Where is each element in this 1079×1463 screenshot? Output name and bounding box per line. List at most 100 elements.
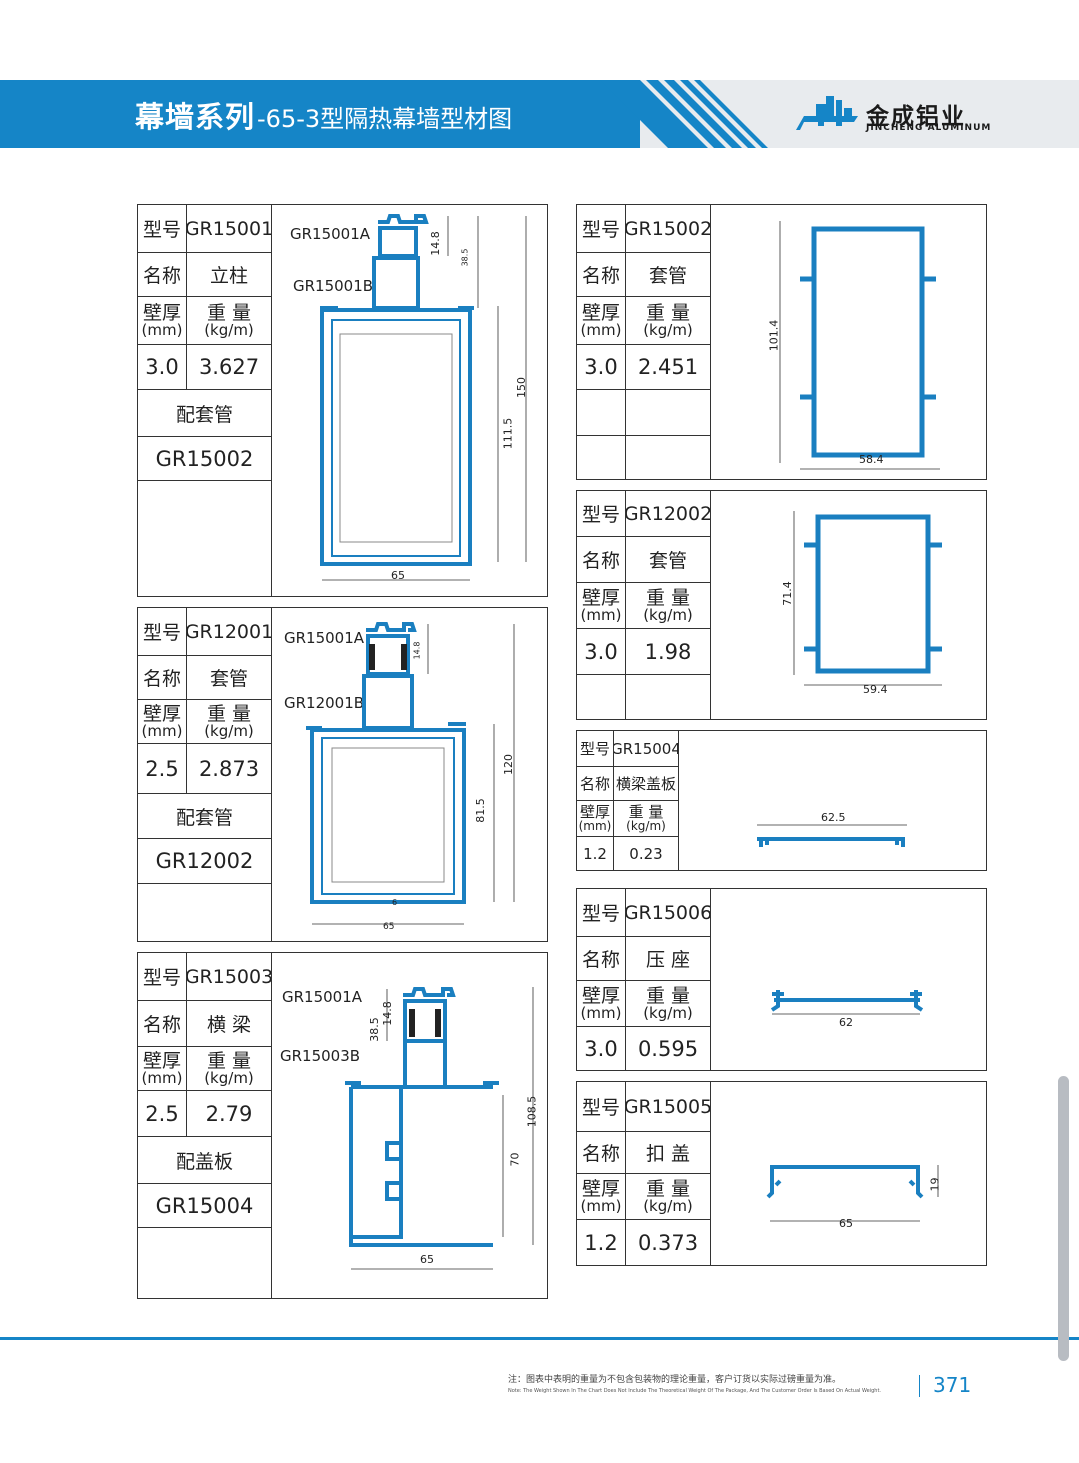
dim-cap-height: 14.8 <box>412 641 422 660</box>
model-label: 型号 <box>577 731 614 767</box>
dim-height: 71.4 <box>780 581 794 606</box>
dim-height-inner: 81.5 <box>473 798 487 823</box>
jincheng-logo-icon <box>796 96 858 130</box>
part-b-label: GR12001B <box>284 694 365 712</box>
match-label: 配盖板 <box>138 1137 272 1183</box>
profile-drawing-gr12002 <box>793 511 942 686</box>
dim-width: 65 <box>839 1217 853 1230</box>
weight-value: 3.627 <box>187 345 272 390</box>
match-label: 配套管 <box>138 390 272 436</box>
profile-panel-gr15001: 型号 GR15001 名称 立柱 壁厚(mm) 重 量(kg/m) 3.0 3.… <box>137 204 548 597</box>
empty-cell <box>577 390 626 436</box>
name-value: 套管 <box>187 656 272 700</box>
dim-height: 101.4 <box>767 319 781 352</box>
part-a-label: GR15001A <box>290 225 371 243</box>
weight-value: 0.373 <box>626 1220 711 1266</box>
weight-value: 0.595 <box>626 1027 711 1071</box>
model-value: GR15004 <box>614 731 679 767</box>
match-value: GR15004 <box>138 1183 272 1228</box>
name-label: 名称 <box>577 253 626 297</box>
weight-label: 重 量(kg/m) <box>626 297 711 345</box>
dim-width: 65 <box>420 1253 434 1266</box>
profile-panel-gr15005: 型号 GR15005 名称 扣 盖 壁厚(mm) 重 量(kg/m) 1.2 0… <box>576 1081 987 1266</box>
name-value: 横梁盖板 <box>614 767 679 801</box>
scrollbar[interactable] <box>1058 1076 1069 1361</box>
name-label: 名称 <box>577 537 626 583</box>
empty-cell <box>626 436 711 480</box>
model-value: GR12001 <box>187 608 272 656</box>
name-value: 横 梁 <box>187 1001 272 1047</box>
brand-name-en: JINCHENG ALUMINUM <box>866 123 992 133</box>
profile-drawing-gr15002 <box>779 221 940 470</box>
name-value: 扣 盖 <box>626 1132 711 1174</box>
dim-width: 59.4 <box>863 683 888 696</box>
wall-label: 壁厚(mm) <box>577 981 626 1027</box>
name-label: 名称 <box>577 1132 626 1174</box>
weight-value: 1.98 <box>626 629 711 675</box>
page-number: 371 <box>933 1373 972 1397</box>
part-a-label: GR15001A <box>284 629 365 647</box>
model-label: 型号 <box>577 205 626 253</box>
empty-cell <box>626 675 711 720</box>
wall-label: 壁厚(mm) <box>577 297 626 345</box>
name-label: 名称 <box>577 937 626 981</box>
wall-label: 壁厚(mm) <box>577 801 614 837</box>
name-label: 名称 <box>138 253 187 297</box>
header-stripes <box>600 80 768 148</box>
wall-label: 壁厚(mm) <box>577 583 626 629</box>
wall-value: 1.2 <box>577 837 614 871</box>
weight-value: 2.873 <box>187 744 272 794</box>
footer-line <box>0 1337 1079 1340</box>
weight-value: 2.451 <box>626 345 711 390</box>
dim-width: 62.5 <box>821 811 846 824</box>
brand-name: 金成铝业 <box>866 104 966 130</box>
profile-panel-gr15004: 型号 GR15004 名称 横梁盖板 壁厚(mm) 重 量(kg/m) 1.2 … <box>576 730 987 871</box>
weight-label: 重 量(kg/m) <box>187 1047 272 1091</box>
profile-panel-gr15002: 型号 GR15002 名称 套管 壁厚(mm) 重 量(kg/m) 3.0 2.… <box>576 204 987 480</box>
profile-panel-gr15003: 型号 GR15003 名称 横 梁 壁厚(mm) 重 量(kg/m) 2.5 2… <box>137 952 548 1299</box>
name-label: 名称 <box>138 1001 187 1047</box>
name-value: 套管 <box>626 537 711 583</box>
dim-width: 65 <box>391 569 405 582</box>
title-main: 幕墙系列 <box>135 100 256 134</box>
dim-width: 65 <box>383 922 395 932</box>
wall-value: 1.2 <box>577 1220 626 1266</box>
weight-value: 2.79 <box>187 1091 272 1137</box>
weight-label: 重 量(kg/m) <box>626 583 711 629</box>
model-label: 型号 <box>577 1082 626 1132</box>
wall-value: 3.0 <box>577 629 626 675</box>
weight-label: 重 量(kg/m) <box>187 700 272 744</box>
dim-height-total: 150 <box>515 377 528 398</box>
profile-drawing-gr15005 <box>766 1165 939 1222</box>
profile-drawing-gr15003 <box>345 987 534 1270</box>
empty-cell <box>577 675 626 720</box>
model-value: GR15001 <box>187 205 272 253</box>
profile-drawing-gr15006 <box>770 990 924 1015</box>
profile-panel-gr15006: 型号 GR15006 名称 压 座 壁厚(mm) 重 量(kg/m) 3.0 0… <box>576 888 987 1071</box>
wall-value: 3.0 <box>577 345 626 390</box>
model-label: 型号 <box>138 608 187 656</box>
model-value: GR15006 <box>626 889 711 937</box>
wall-label: 壁厚(mm) <box>138 1047 187 1091</box>
weight-label: 重 量(kg/m) <box>626 1174 711 1220</box>
model-value: GR15002 <box>626 205 711 253</box>
weight-label: 重 量(kg/m) <box>614 801 679 837</box>
page-title: 幕墙系列-65-3型隔热幕墙型材图 <box>135 94 512 136</box>
dim-top-height: 38.5 <box>367 1017 381 1042</box>
wall-value: 3.0 <box>138 345 187 390</box>
part-b-label: GR15003B <box>280 1047 361 1065</box>
name-value: 立柱 <box>187 253 272 297</box>
title-sub: -65-3型隔热幕墙型材图 <box>257 105 513 133</box>
profile-panel-gr12002: 型号 GR12002 名称 套管 壁厚(mm) 重 量(kg/m) 3.0 1.… <box>576 490 987 720</box>
model-label: 型号 <box>138 953 187 1001</box>
footer-note-cn: 注：图表中表明的重量为不包含包装物的理论重量，客户订货以实际过磅重量为准。 <box>508 1375 842 1385</box>
dim-width: 62 <box>839 1016 853 1029</box>
header-banner <box>0 80 640 148</box>
dim-height-total: 120 <box>502 754 515 775</box>
part-b-label: GR15001B <box>293 277 374 295</box>
match-value: GR12002 <box>138 838 272 884</box>
wall-value: 3.0 <box>577 1027 626 1071</box>
table-column-line <box>271 1228 272 1299</box>
name-label: 名称 <box>577 767 614 801</box>
wall-value: 2.5 <box>138 1091 187 1137</box>
